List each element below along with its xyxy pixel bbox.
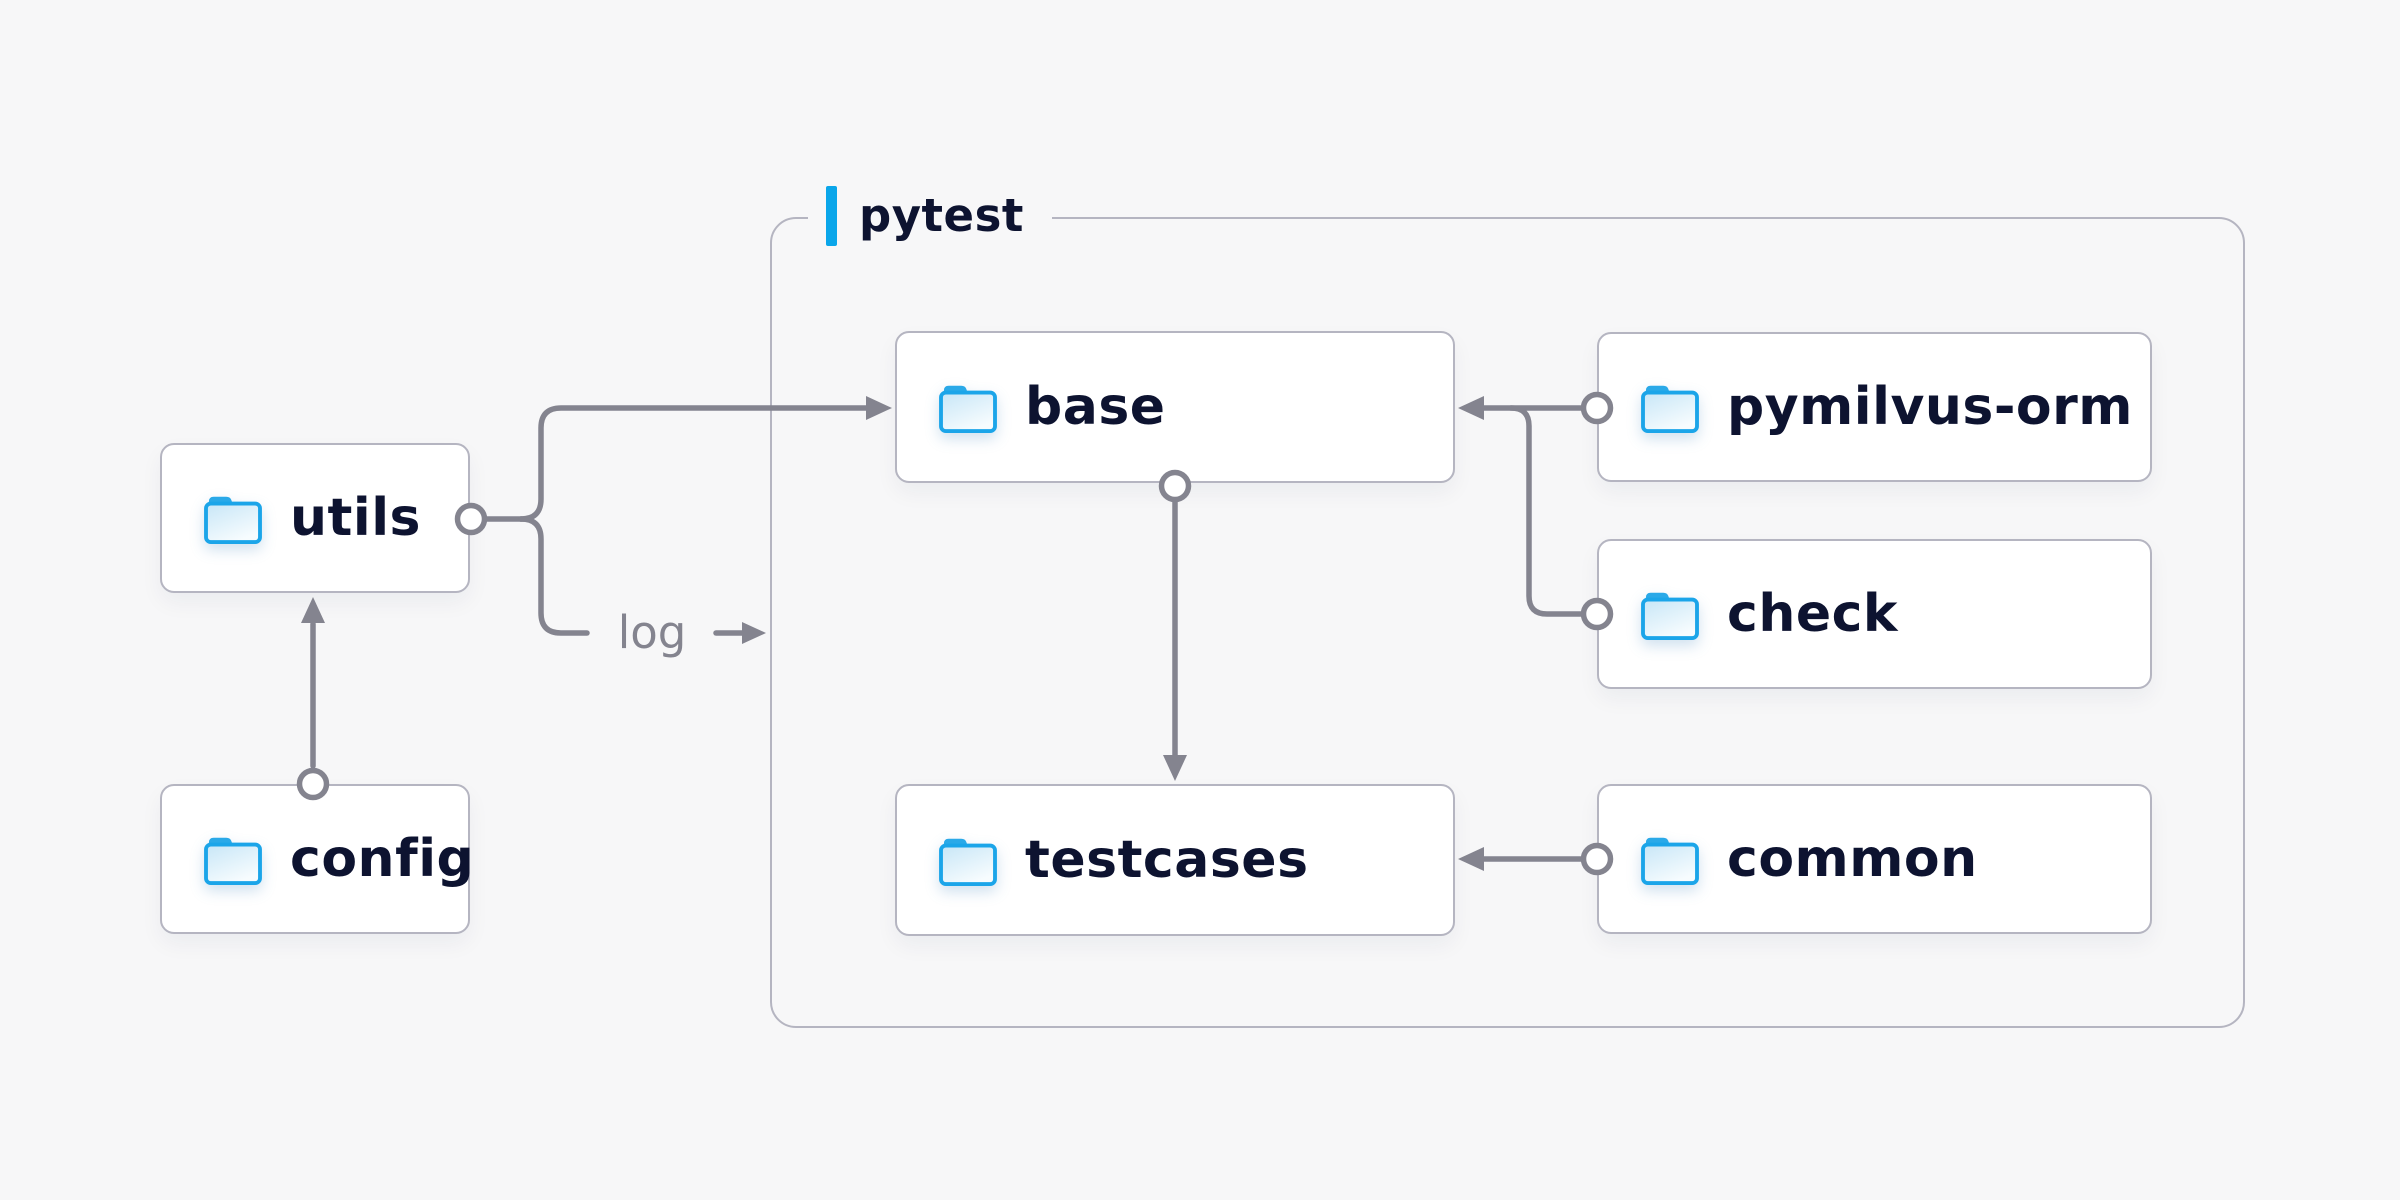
arrowhead-up xyxy=(301,597,325,623)
node-label: check xyxy=(1727,584,1899,644)
folder-icon xyxy=(1641,385,1699,434)
arrowhead-right xyxy=(742,622,766,644)
folder-icon xyxy=(1641,837,1699,886)
node-label: common xyxy=(1727,829,1978,889)
node-base: base xyxy=(895,331,1455,483)
edge-utils-log xyxy=(518,516,590,636)
node-common: common xyxy=(1597,784,2152,934)
pytest-group-label: pytest xyxy=(808,185,1052,247)
node-utils: utils xyxy=(160,443,470,593)
node-label: testcases xyxy=(1025,830,1309,890)
node-config: config xyxy=(160,784,474,934)
node-label: config xyxy=(290,829,475,889)
folder-icon xyxy=(204,496,262,545)
node-testcases: testcases xyxy=(895,784,1455,936)
folder-icon xyxy=(1641,592,1699,641)
group-title-text: pytest xyxy=(859,189,1024,242)
edge-label-log: log xyxy=(617,606,687,659)
node-label: base xyxy=(1025,377,1166,437)
node-label: utils xyxy=(290,488,421,548)
folder-icon xyxy=(204,837,262,886)
pytest-group-container xyxy=(770,217,2245,1028)
folder-icon xyxy=(939,838,997,887)
node-pymilvus-orm: pymilvus-orm xyxy=(1597,332,2152,482)
folder-icon xyxy=(939,385,997,434)
node-check: check xyxy=(1597,539,2152,689)
accent-bar xyxy=(826,186,837,246)
node-label: pymilvus-orm xyxy=(1727,377,2133,437)
